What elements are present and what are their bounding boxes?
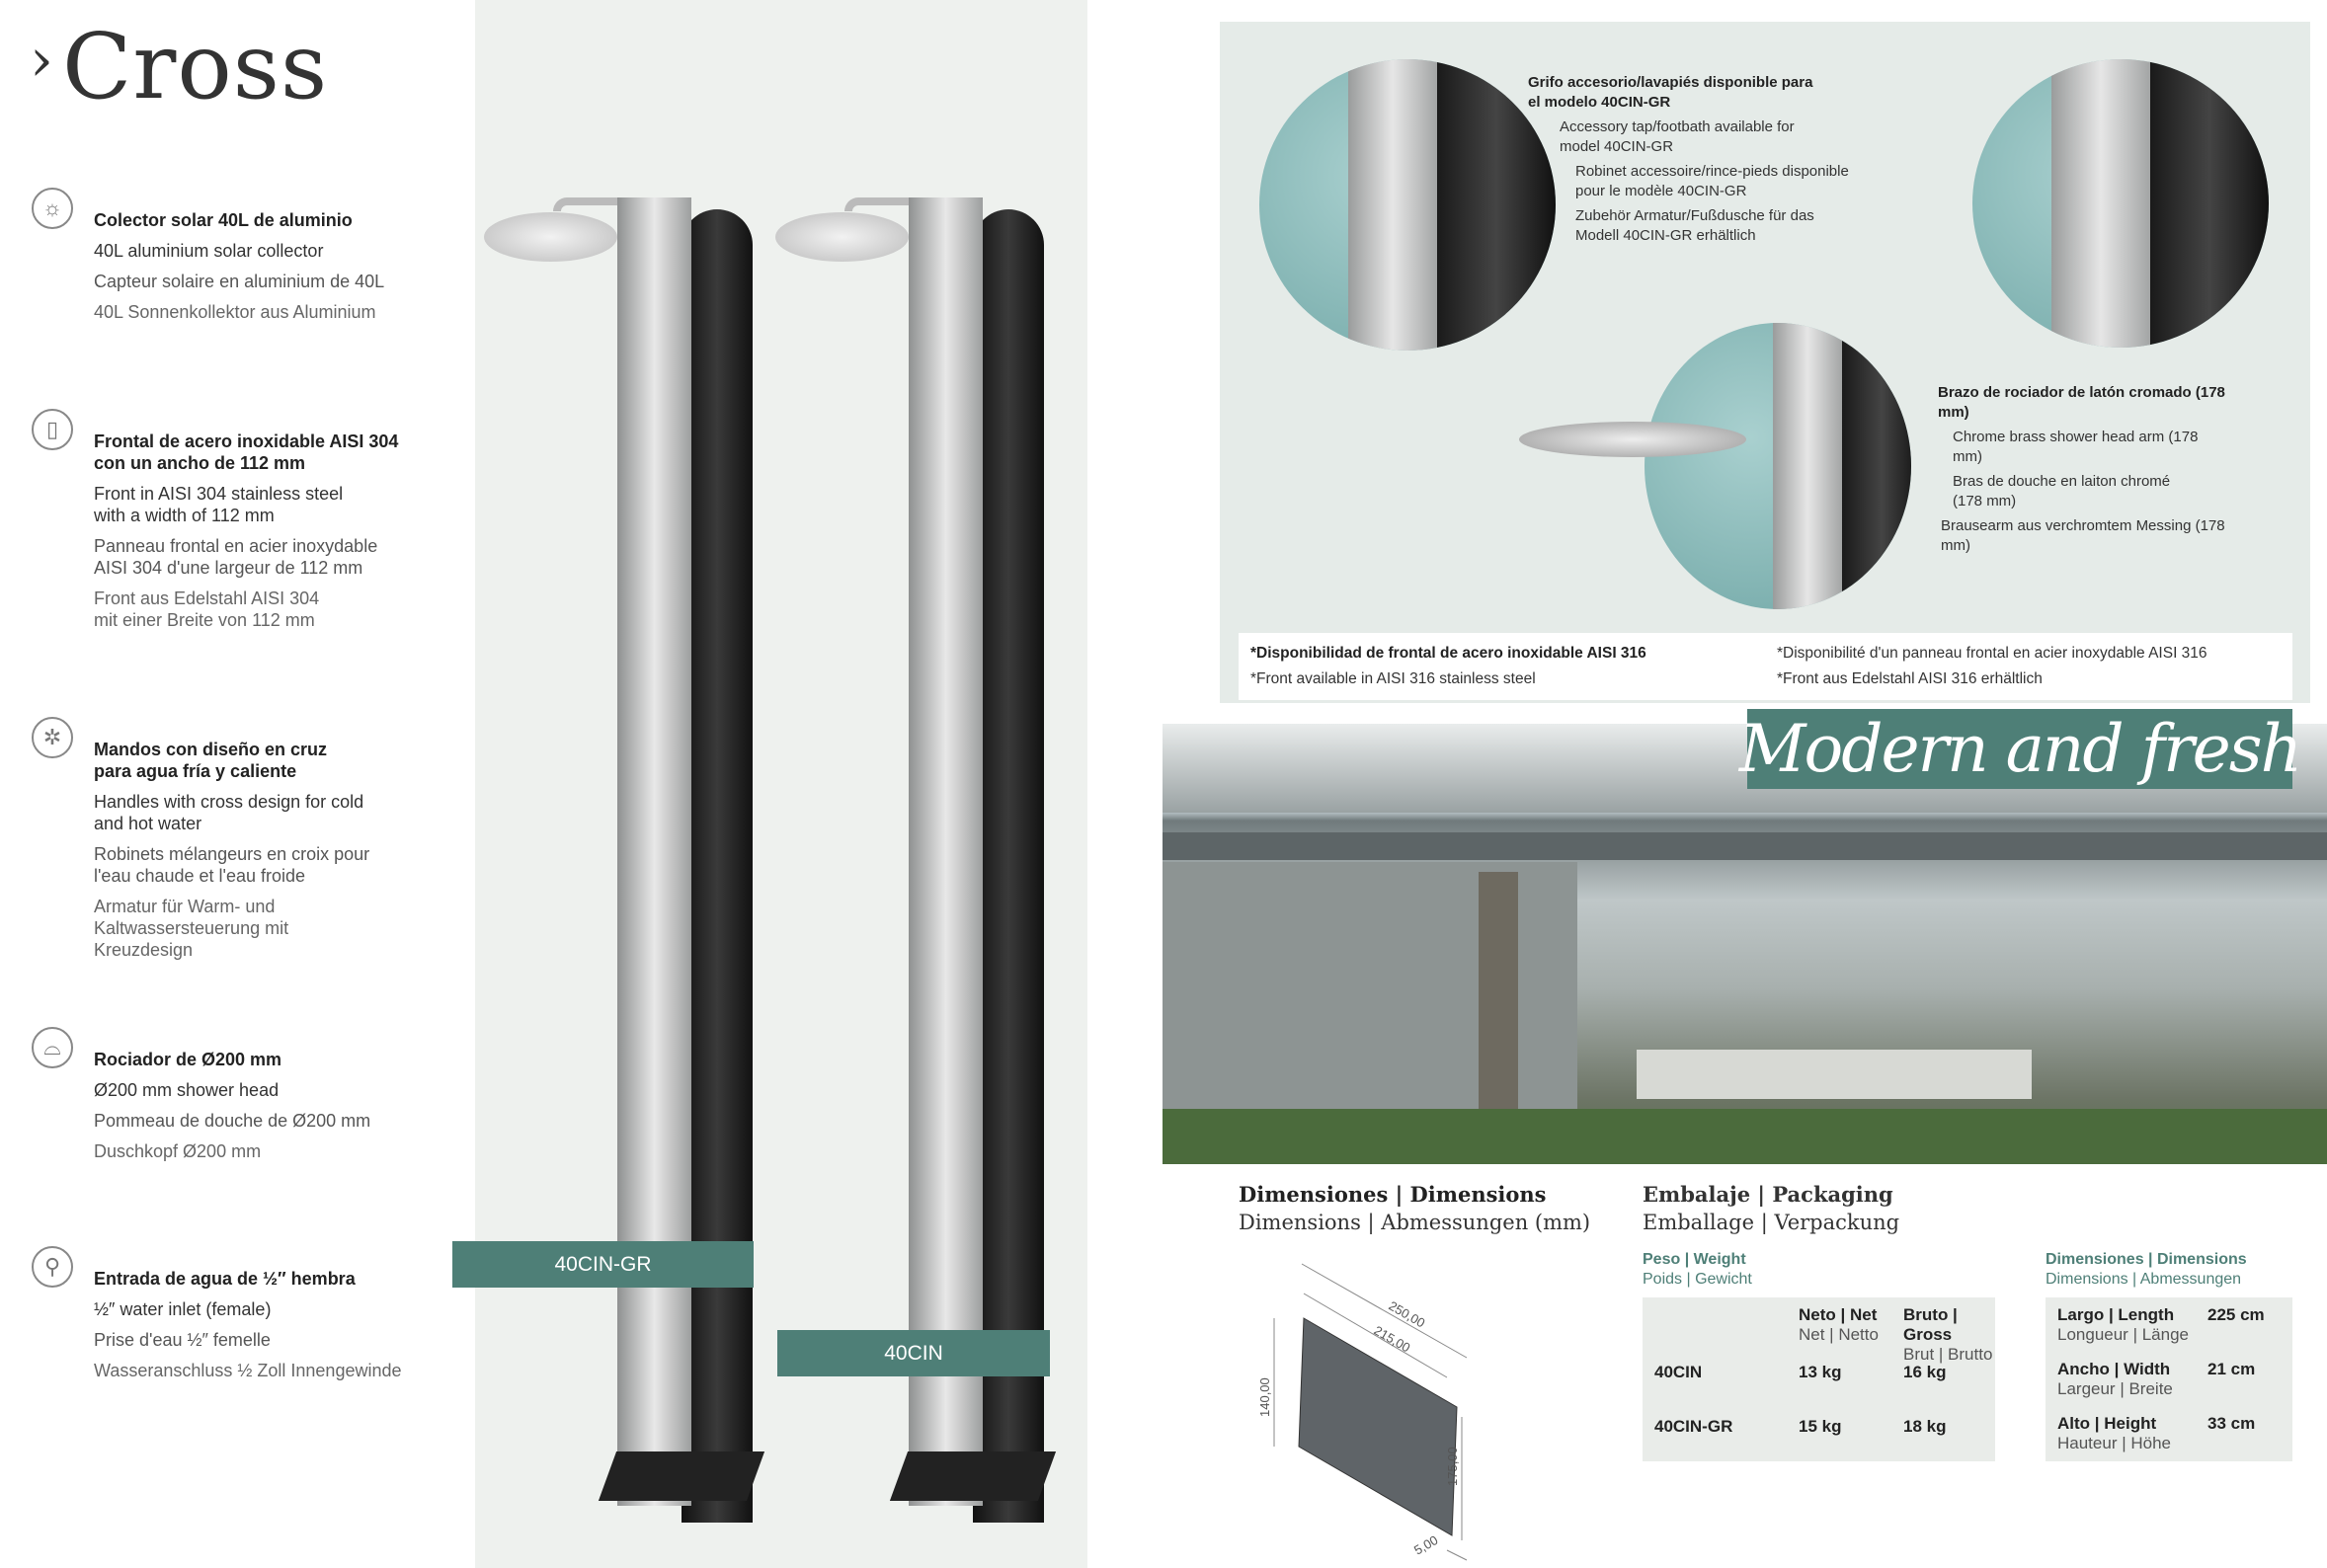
feature-front-panel: ▯ Frontal de acero inoxidable AISI 304 co…	[32, 409, 427, 640]
feature-de: 40L Sonnenkollektor aus Aluminium	[94, 302, 376, 322]
dimensions-subtitle: Dimensions | Abmessungen (mm)	[1239, 1211, 1591, 1234]
tap-detail-image	[1259, 59, 1556, 351]
feature-cross-handles: ✲ Mandos con diseño en cruz para agua frí…	[32, 717, 427, 970]
note-en: *Front available in AISI 316 stainless s…	[1250, 670, 1536, 687]
sun-icon: ☼	[32, 188, 73, 229]
feature-de: Armatur für Warm- und Kaltwassersteuerun…	[94, 897, 289, 960]
dim-140: 140,00	[1257, 1377, 1272, 1417]
water-inlet-icon: ⚲	[32, 1246, 73, 1288]
dim-label: Alto | Height	[2057, 1414, 2157, 1433]
shower-arm-detail-image	[1645, 323, 1911, 609]
detail-panel: Grifo accesorio/lavapiés disponible para…	[1220, 22, 2310, 703]
tap-callout-fr: Robinet accessoire/rince-pieds disponibl…	[1575, 163, 1849, 199]
feature-solar-collector: ☼ Colector solar 40L de aluminio 40L alumi…	[32, 188, 427, 332]
feature-en: Front in AISI 304 stainless steel with a…	[94, 484, 344, 525]
row-gross: 16 kg	[1903, 1363, 1947, 1381]
dim-label-sub: Hauteur | Höhe	[2057, 1434, 2171, 1452]
shower-head-image	[1519, 422, 1746, 457]
dim-label: Ancho | Width	[2057, 1360, 2171, 1378]
arm-callout-es: Brazo de rociador de latón cromado (178 …	[1938, 384, 2225, 421]
feature-en: Handles with cross design for cold and h…	[94, 792, 364, 833]
feature-en: 40L aluminium solar collector	[94, 241, 324, 261]
feature-fr: Capteur solaire en aluminium de 40L	[94, 272, 385, 291]
feature-es: Rociador de Ø200 mm	[94, 1050, 282, 1069]
panel-icon: ▯	[32, 409, 73, 450]
feature-es: Colector solar 40L de aluminio	[94, 210, 353, 230]
row-model: 40CIN	[1654, 1363, 1703, 1381]
note-de: *Front aus Edelstahl AISI 316 erhältlich	[1777, 670, 2043, 687]
title-text: Cross	[62, 14, 329, 119]
handles-detail-image	[1972, 59, 2269, 348]
arm-callout-fr: Bras de douche en laiton chromé (178 mm)	[1953, 473, 2171, 510]
dim-label-sub: Longueur | Länge	[2057, 1325, 2189, 1344]
col-gross: Bruto | Gross	[1903, 1305, 1958, 1344]
package-dims-subheading: Dimensions | Abmessungen	[2046, 1271, 2242, 1288]
feature-fr: Prise d'eau ½″ femelle	[94, 1330, 271, 1350]
package-dims-heading: Dimensiones | Dimensions	[2046, 1251, 2247, 1268]
dim-215: 215,00	[1372, 1323, 1413, 1356]
feature-es: Frontal de acero inoxidable AISI 304 con…	[94, 431, 399, 473]
col-net-sub: Net | Netto	[1799, 1325, 1879, 1344]
model-label-40cin: 40CIN	[777, 1330, 1050, 1376]
dimension-drawing: 250,00 215,00 140,00 175,00 5,00	[1257, 1263, 1468, 1561]
arm-callout-en: Chrome brass shower head arm (178 mm)	[1953, 429, 2199, 465]
col-gross-sub: Brut | Brutto	[1903, 1345, 1993, 1364]
feature-fr: Robinets mélangeurs en croix pour l'eau …	[94, 844, 370, 886]
feature-de: Duschkopf Ø200 mm	[94, 1141, 262, 1161]
dim-value: 21 cm	[2207, 1360, 2256, 1378]
shower-head-icon: ⌓	[32, 1027, 73, 1068]
dim-5: 5,00	[1411, 1532, 1440, 1558]
lifestyle-photo	[1163, 724, 2327, 1164]
cross-handle-icon: ✲	[32, 717, 73, 758]
packaging-subtitle: Emballage | Verpackung	[1643, 1211, 1900, 1234]
weight-heading: Peso | Weight	[1643, 1251, 1746, 1268]
shower-40cin-image	[775, 193, 1072, 1526]
dim-label-sub: Largeur | Breite	[2057, 1379, 2173, 1398]
feature-de: Front aus Edelstahl AISI 304 mit einer B…	[94, 588, 320, 630]
weight-subheading: Poids | Gewicht	[1643, 1271, 1752, 1288]
col-net: Neto | Net	[1799, 1305, 1878, 1324]
feature-en: Ø200 mm shower head	[94, 1080, 280, 1100]
dimensions-title: Dimensiones | Dimensions	[1239, 1182, 1547, 1207]
note-es: *Disponibilidad de frontal de acero inox…	[1250, 645, 1646, 662]
shower-40cin-gr-image	[484, 193, 780, 1526]
feature-fr: Panneau frontal en acier inoxydable AISI…	[94, 536, 378, 578]
arm-callout-de: Brausearm aus verchromtem Messing (178 m…	[1941, 517, 2225, 554]
dim-value: 225 cm	[2207, 1305, 2265, 1324]
row-model: 40CIN-GR	[1654, 1417, 1733, 1436]
note-fr: *Disponibilité d'un panneau frontal en a…	[1777, 645, 2207, 662]
row-gross: 18 kg	[1903, 1417, 1947, 1436]
model-label-40cin-gr: 40CIN-GR	[452, 1241, 754, 1288]
row-net: 13 kg	[1799, 1363, 1842, 1381]
row-net: 15 kg	[1799, 1417, 1842, 1436]
feature-de: Wasseranschluss ½ Zoll Innengewinde	[94, 1361, 402, 1380]
page-title: ›Cross	[30, 14, 329, 119]
feature-en: ½″ water inlet (female)	[94, 1299, 272, 1319]
feature-es: Entrada de agua de ½″ hembra	[94, 1269, 356, 1289]
feature-fr: Pommeau de douche de Ø200 mm	[94, 1111, 371, 1131]
tap-callout-de: Zubehör Armatur/Fußdusche für das Modell…	[1575, 207, 1814, 244]
feature-water-inlet: ⚲ Entrada de agua de ½″ hembra ½″ water in…	[32, 1246, 427, 1390]
tap-callout-en: Accessory tap/footbath available for mod…	[1560, 118, 1795, 155]
packaging-title: Embalaje | Packaging	[1643, 1182, 1893, 1207]
dim-175: 175,00	[1445, 1447, 1460, 1486]
aisi316-note: *Disponibilidad de frontal de acero inox…	[1239, 633, 2292, 700]
dim-250: 250,00	[1387, 1298, 1428, 1331]
slogan-banner: Modern and fresh	[1738, 709, 2302, 789]
tap-callout-es: Grifo accesorio/lavapiés disponible para…	[1528, 74, 1813, 111]
feature-es: Mandos con diseño en cruz para agua fría…	[94, 740, 328, 781]
dim-value: 33 cm	[2207, 1414, 2256, 1433]
dim-label: Largo | Length	[2057, 1305, 2175, 1324]
